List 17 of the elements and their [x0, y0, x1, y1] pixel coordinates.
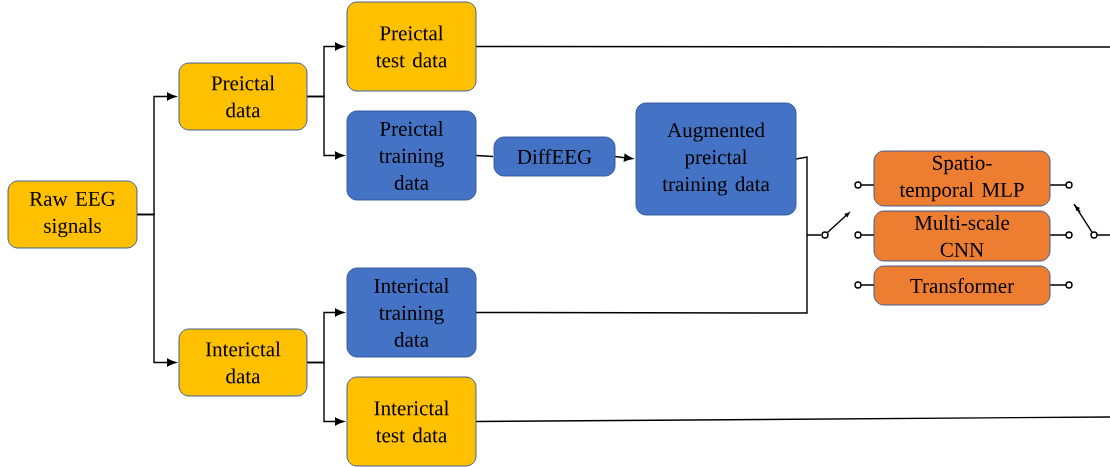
connector-arrow [306, 95, 345, 160]
process-box: Preictal test data [346, 1, 477, 92]
switch-symbol [806, 212, 850, 239]
model-box: Spatio-temporal MLP [873, 150, 1051, 207]
process-box: Augmented preictal training data [635, 102, 797, 216]
connector-arrow [136, 213, 177, 367]
model-box: Transformer [873, 265, 1051, 306]
process-box: Preictal data [178, 62, 308, 131]
process-box: Interictal data [178, 328, 308, 397]
model-box: Multi-scale CNN [873, 210, 1051, 262]
process-box: Interictal test data [346, 376, 477, 467]
process-box: Interictal training data [346, 267, 477, 358]
process-box: DiffEEG [493, 136, 616, 177]
process-box: Raw EEG signals [7, 180, 138, 249]
connector-arrow [614, 153, 634, 162]
process-box: Preictal training data [346, 110, 477, 201]
connector-arrow [306, 361, 345, 426]
